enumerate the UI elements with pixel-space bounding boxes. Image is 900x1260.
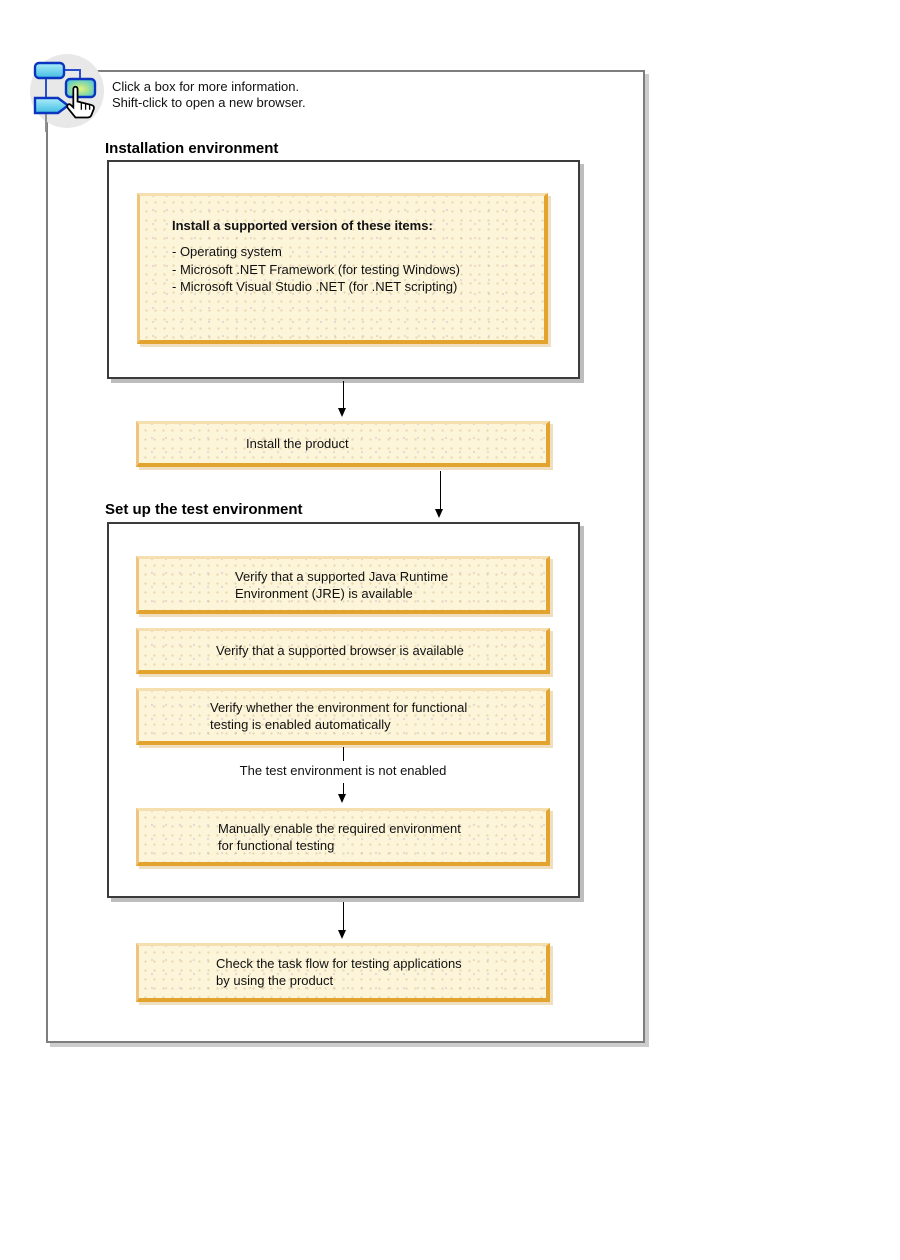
connector-line	[343, 381, 344, 409]
connector-line	[343, 747, 344, 761]
branch-label-not-enabled: The test environment is not enabled	[239, 763, 447, 778]
instruction-line-2: Shift-click to open a new browser.	[112, 95, 306, 110]
icon-connector-lines	[45, 69, 81, 98]
arrowhead-icon	[338, 930, 346, 939]
arrowhead-icon	[338, 794, 346, 803]
flowbox-install-prerequisites[interactable]: Install a supported version of these ite…	[137, 193, 548, 344]
icon-flow-pentagon	[33, 96, 70, 115]
install-product-label: Install the product	[246, 436, 349, 451]
flowbox-verify-browser[interactable]: Verify that a supported browser is avail…	[136, 628, 550, 674]
verify-browser-label: Verify that a supported browser is avail…	[216, 643, 464, 658]
icon-flow-box-highlighted	[64, 77, 97, 99]
prereq-title: Install a supported version of these ite…	[172, 218, 433, 233]
hand-cursor-icon	[66, 85, 95, 119]
instruction-text: Click a box for more information. Shift-…	[112, 79, 306, 111]
flowbox-check-task-flow[interactable]: Check the task flow for testing applicat…	[136, 943, 550, 1002]
check-task-flow-label: Check the task flow for testing applicat…	[216, 956, 462, 988]
verify-environment-label: Verify whether the environment for funct…	[210, 700, 468, 732]
flowbox-manually-enable-environment[interactable]: Manually enable the required environment…	[136, 808, 550, 866]
manually-enable-label: Manually enable the required environment…	[218, 820, 461, 853]
flowbox-verify-environment-enabled[interactable]: Verify whether the environment for funct…	[136, 688, 550, 745]
connector-line	[440, 471, 441, 510]
flowbox-install-product[interactable]: Install the product	[136, 421, 550, 467]
prereq-item-visual-studio: - Microsoft Visual Studio .NET (for .NET…	[172, 279, 458, 294]
verify-jre-label: Verify that a supported Java Runtime Env…	[235, 568, 449, 601]
instruction-line-1: Click a box for more information.	[112, 79, 300, 94]
flowchart-click-icon	[30, 54, 104, 132]
arrowhead-icon	[435, 509, 443, 518]
prereq-item-os: - Operating system	[172, 244, 282, 259]
connector-line	[343, 902, 344, 931]
heading-installation-environment: Installation environment	[105, 140, 279, 157]
arrowhead-icon	[338, 408, 346, 417]
icon-flow-box-top	[33, 61, 66, 80]
heading-setup-test-environment: Set up the test environment	[105, 501, 303, 518]
flowbox-verify-jre[interactable]: Verify that a supported Java Runtime Env…	[136, 556, 550, 614]
connector-line	[343, 783, 344, 795]
prereq-item-dotnet-framework: - Microsoft .NET Framework (for testing …	[172, 261, 460, 277]
